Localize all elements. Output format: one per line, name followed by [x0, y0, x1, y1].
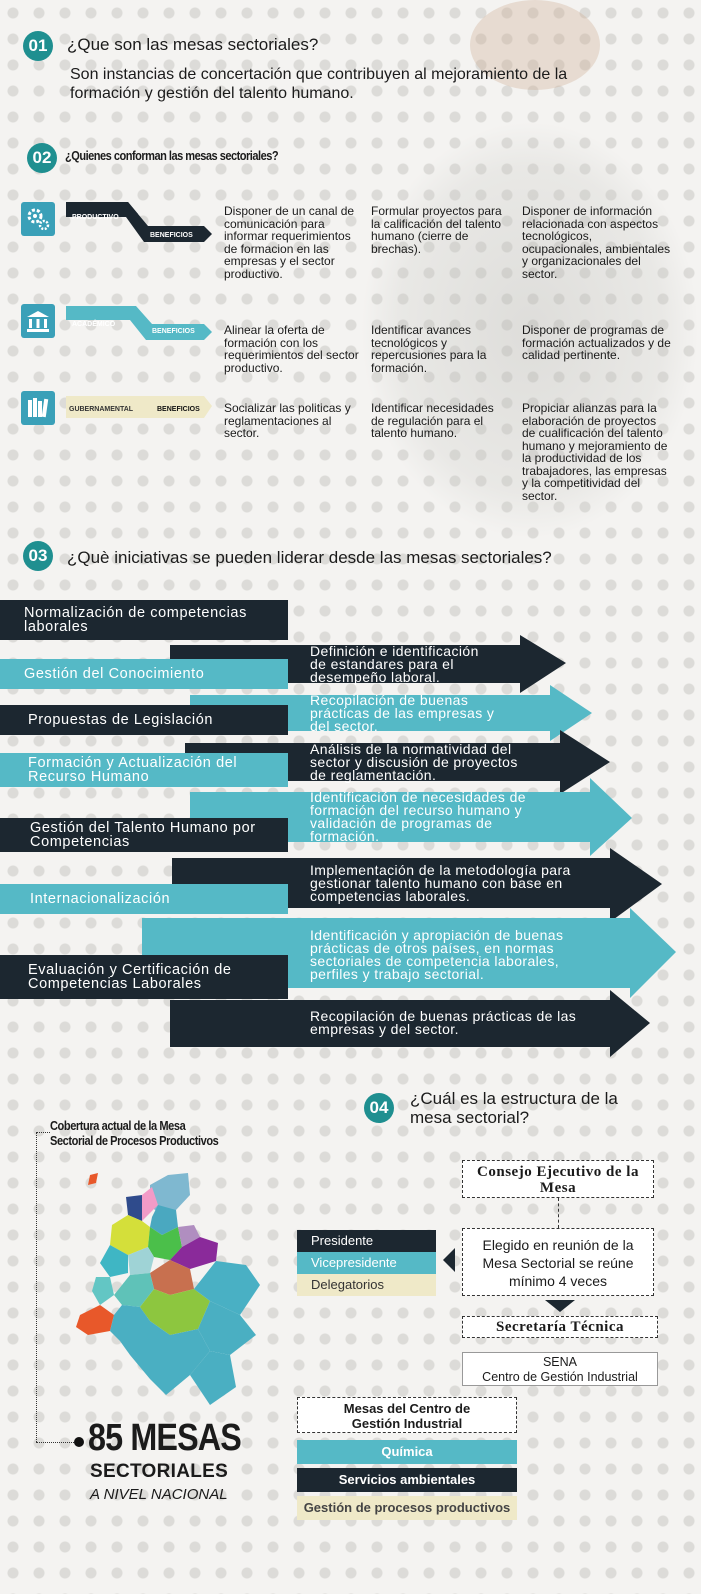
benefit-text: Propiciar alianzas para la elaboración d…	[522, 401, 668, 503]
role-vicepresidente: Vicepresidente	[297, 1252, 436, 1274]
sena-box: SENA Centro de Gestión Industrial	[462, 1352, 658, 1386]
initiative-label: Formación y Actualización del Recurso Hu…	[0, 753, 288, 787]
benefit-label: BENEFICIOS	[152, 328, 195, 335]
role-delegatorios: Delegatorios	[297, 1274, 436, 1296]
initiative-arrow: Identificación y apropiación de buenas p…	[310, 927, 564, 982]
background-person-illustration	[470, 0, 600, 90]
consejo-ejecutivo-box: Consejo Ejecutivo de la Mesa	[462, 1160, 654, 1198]
roles-list: Presidente Vicepresidente Delegatorios	[297, 1230, 436, 1296]
benefit-text: Identificar avances tecnológicos y reper…	[371, 323, 487, 375]
down-arrow-icon	[545, 1300, 575, 1312]
connector-line	[558, 1198, 560, 1228]
benefit-text: Alinear la oferta de formación con los r…	[224, 323, 359, 375]
initiative-arrow: Recopilación de buenas prácticas de las …	[310, 1008, 577, 1037]
mesas-list: Química Servicios ambientales Gestión de…	[297, 1440, 517, 1520]
benefit-text: Socializar las politicas y reglamentacio…	[224, 401, 351, 440]
secretaria-tecnica-box: Secretaría Técnica	[462, 1316, 658, 1338]
initiative-label: Internacionalización	[0, 884, 288, 914]
mesa-quimica: Química	[297, 1440, 517, 1464]
benefit-text: Disponer de programas de formación actua…	[522, 323, 671, 362]
map-caption: Cobertura actual de la Mesa Sectorial de…	[50, 1118, 219, 1148]
initiative-label: Evaluación y Certificación de Competenci…	[0, 955, 288, 999]
elegido-box: Elegido en reunión de la Mesa Sectorial …	[462, 1228, 654, 1296]
gears-icon	[21, 202, 55, 236]
initiative-arrows-layer	[142, 635, 676, 1057]
mesas-sub: SECTORIALES	[90, 1461, 229, 1482]
colombia-map	[76, 1173, 260, 1405]
sena-label: SENA	[542, 1355, 578, 1369]
section-title-4: ¿Cuál es la estructura de la mesa sector…	[410, 1089, 618, 1127]
section-title-3: ¿Què iniciativas se pueden liderar desde…	[67, 548, 552, 567]
sector-banner-gubernamental	[66, 396, 212, 418]
sector-banner-productivo	[66, 202, 212, 242]
left-arrow-icon	[443, 1248, 455, 1272]
section-title-2: ¿Quienes conforman las mesas sectoriales…	[65, 148, 279, 163]
sector-label: PRODUCTIVO	[72, 214, 119, 221]
sena-center-label: Centro de Gestión Industrial	[482, 1370, 638, 1384]
section-text-1: Son instancias de concertación que contr…	[70, 66, 568, 102]
initiative-arrow: Análisis de la normatividad del sector y…	[310, 740, 518, 783]
initiative-label: Propuestas de Legislación	[0, 705, 288, 735]
initiative-arrow: Definición e identificación de estandare…	[310, 642, 479, 685]
section-number-4: 04	[364, 1093, 394, 1123]
sector-label: GUBERNAMENTAL	[69, 406, 134, 413]
benefit-text: Disponer de un canal de comunicación par…	[224, 204, 355, 281]
initiative-arrow: Recopilación de buenas prácticas de las …	[310, 691, 495, 734]
initiative-arrow: Implementación de la metodología para ge…	[310, 861, 571, 904]
benefit-label: BENEFICIOS	[157, 406, 200, 413]
books-icon	[21, 391, 55, 425]
mesas-centro-title: Mesas del Centro de Gestión Industrial	[297, 1397, 517, 1433]
initiative-arrow: Identificación de necesidades de formaci…	[310, 789, 526, 844]
benefit-text: Disponer de información relacionada con …	[522, 204, 671, 281]
initiative-label: Normalización de competencias laborales	[0, 600, 288, 640]
benefit-text: Formular proyectos para la calificación …	[371, 204, 502, 256]
leader-dot	[74, 1437, 84, 1447]
mesas-national: A NIVEL NACIONAL	[90, 1486, 228, 1503]
role-presidente: Presidente	[297, 1230, 436, 1252]
section-number-3: 03	[23, 541, 53, 571]
building-icon	[21, 304, 55, 338]
background-table-illustration	[360, 120, 700, 540]
mesas-count: 85 MESAS	[88, 1417, 242, 1459]
leader-line	[36, 1132, 38, 1442]
mesa-servicios-ambientales: Servicios ambientales	[297, 1468, 517, 1492]
sector-label: ACADÉMICO	[72, 321, 116, 328]
leader-line	[36, 1442, 78, 1444]
sector-banner-academico	[66, 306, 212, 340]
initiative-label: Gestión del Conocimiento	[0, 659, 288, 689]
section-number-2: 02	[27, 143, 57, 173]
section-title-1: ¿Que son las mesas sectoriales?	[67, 35, 319, 54]
leader-line	[36, 1132, 50, 1134]
section-number-1: 01	[23, 31, 53, 61]
initiative-label: Gestión del Talento Humano por Competenc…	[0, 818, 288, 852]
benefit-text: Identificar necesidades de regulación pa…	[371, 401, 494, 440]
mesa-gestion-procesos: Gestión de procesos productivos	[297, 1496, 517, 1520]
benefit-label: BENEFICIOS	[150, 232, 193, 239]
